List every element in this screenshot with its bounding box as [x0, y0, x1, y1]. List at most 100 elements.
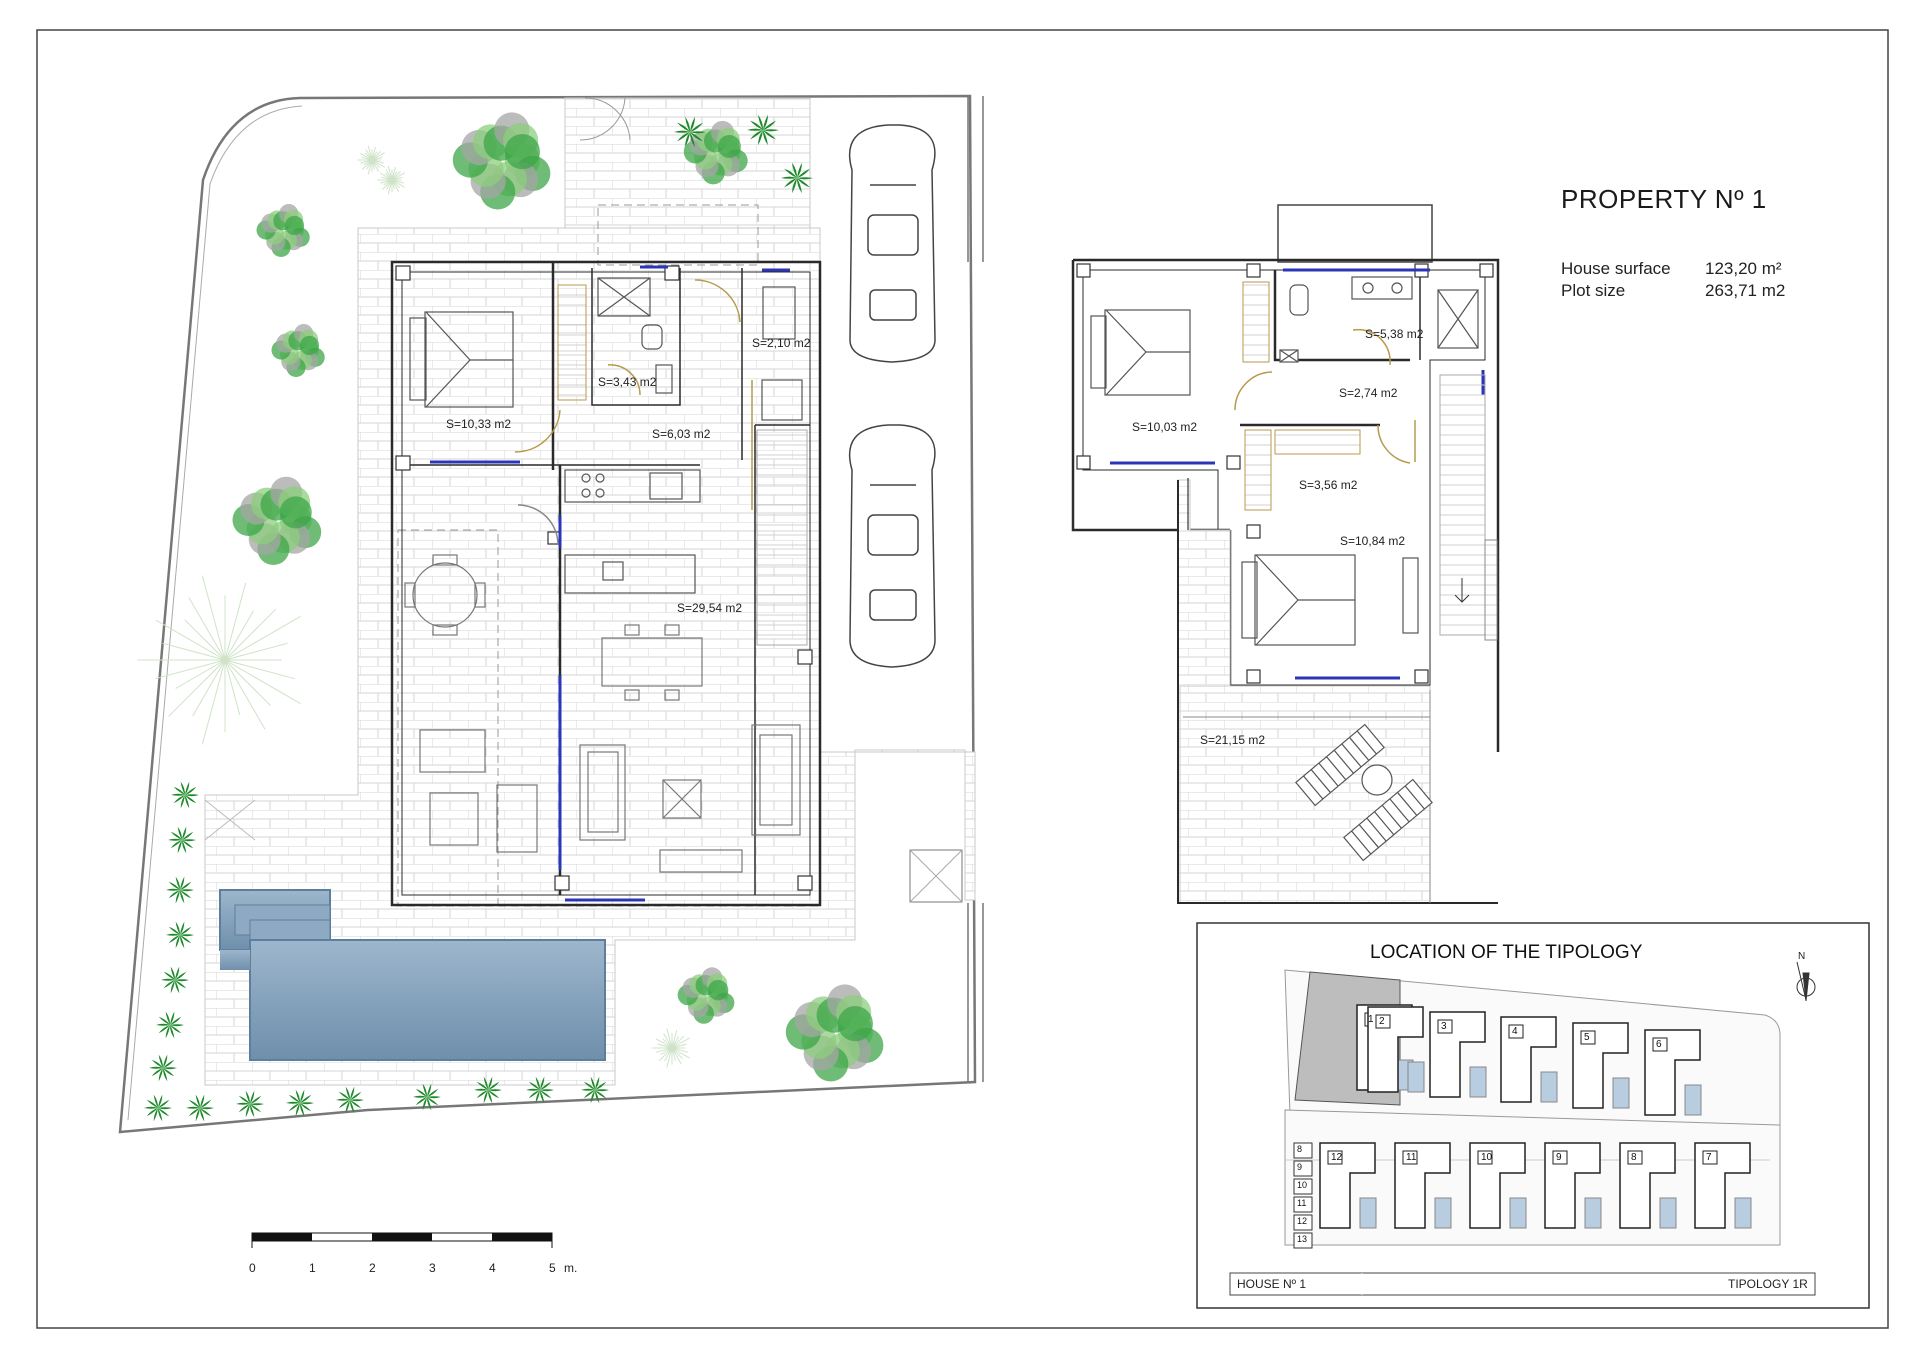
mini-house	[1644, 1029, 1702, 1116]
scale-tick-0: 0	[249, 1261, 256, 1275]
palm-icon	[186, 1094, 214, 1122]
palm-icon	[156, 1011, 184, 1039]
plot-boundary	[118, 94, 977, 1134]
scale-tick-3: 3	[429, 1261, 436, 1275]
tree-icon	[785, 984, 884, 1082]
parking-space	[1293, 1160, 1313, 1177]
spec-value-house-surface: 123,20 m²	[1705, 259, 1782, 278]
parking-space-label: 12	[1297, 1216, 1308, 1226]
parking-space	[1293, 1232, 1313, 1249]
scale-bar	[251, 1232, 553, 1248]
mini-house	[1429, 1011, 1487, 1098]
footer-house-number: HOUSE Nº 1	[1237, 1277, 1307, 1291]
mini-house-label: 5	[1584, 1032, 1590, 1043]
parking-space-label: 13	[1297, 1234, 1308, 1244]
palm-icon	[166, 921, 194, 949]
mini-house-label: 11	[1406, 1152, 1417, 1163]
parking-space-label: 9	[1297, 1162, 1303, 1172]
scale-tick-5: 5	[549, 1261, 556, 1275]
palm-icon	[747, 114, 779, 146]
tree-outline-icon	[357, 145, 385, 175]
north-label: N	[1798, 951, 1806, 962]
palm-icon	[286, 1089, 314, 1117]
palm-icon	[236, 1090, 264, 1118]
swimming-pool	[219, 889, 606, 1061]
mini-house-label: 2	[1379, 1016, 1385, 1027]
mini-house-label: 4	[1512, 1026, 1518, 1037]
area-label-terrace: S=21,15 m2	[1200, 733, 1266, 747]
location-title: LOCATION OF THE TIPOLOGY	[1370, 942, 1643, 963]
area-label-bedroom-2: S=10,84 m2	[1340, 534, 1406, 548]
tree-icon	[683, 120, 748, 185]
mini-house	[1319, 1142, 1377, 1229]
parking-space	[1293, 1142, 1313, 1159]
area-label-closet: S=3,56 m2	[1299, 478, 1358, 492]
parked-car-2	[848, 424, 936, 668]
spec-value-plot-size: 263,71 m2	[1705, 281, 1786, 300]
mini-house	[1394, 1142, 1452, 1229]
area-label-bedroom-1: S=10,03 m2	[1132, 420, 1198, 434]
mini-house	[1367, 1006, 1425, 1093]
palm-icon	[781, 162, 813, 194]
footer-tipology: TIPOLOGY 1R	[1728, 1277, 1808, 1291]
area-label-living: S=29,54 m2	[677, 601, 743, 615]
area-label-landing: S=2,74 m2	[1339, 386, 1398, 400]
tree-icon	[232, 476, 322, 566]
mini-house	[1500, 1016, 1558, 1103]
palm-icon	[144, 1094, 172, 1122]
area-label-bathroom: S=3,43 m2	[598, 375, 657, 389]
parking-space-label: 11	[1297, 1198, 1307, 1208]
mini-house-label: 3	[1441, 1021, 1447, 1032]
palm-icon	[149, 1054, 177, 1082]
mini-house	[1469, 1142, 1527, 1229]
tree-outline-icon	[651, 1028, 690, 1068]
location-panel	[1196, 922, 1870, 1309]
parasol-icon	[204, 799, 256, 841]
area-label-bedroom: S=10,33 m2	[446, 417, 512, 431]
scale-tick-2: 2	[369, 1261, 376, 1275]
parking-space	[1293, 1196, 1313, 1213]
scale-unit: m.	[564, 1261, 578, 1275]
stairs	[756, 429, 808, 646]
parking-space	[1293, 1178, 1313, 1195]
mini-house	[1572, 1022, 1630, 1109]
parking-space	[1293, 1214, 1313, 1231]
palm-icon	[161, 966, 189, 994]
north-arrow-icon	[1796, 961, 1816, 1002]
scale-tick-1: 1	[309, 1261, 316, 1275]
palm-icon	[581, 1076, 609, 1104]
spec-label-house-surface: House surface	[1561, 259, 1671, 278]
scale-tick-4: 4	[489, 1261, 496, 1275]
parking-space-label: 10	[1297, 1180, 1308, 1190]
palm-icon	[166, 876, 194, 904]
ground-floor-plan	[118, 94, 984, 1134]
bed-ground	[409, 311, 514, 408]
mini-house-label: 1	[1368, 1014, 1374, 1025]
tree-icon	[256, 204, 310, 258]
mini-house-label: 6	[1656, 1039, 1662, 1050]
palm-icon	[413, 1083, 441, 1111]
tree-icon	[677, 967, 735, 1024]
area-label-utility: S=2,10 m2	[752, 336, 811, 350]
palm-icon	[168, 826, 196, 854]
property-title: PROPERTY Nº 1	[1561, 184, 1767, 214]
sheet-border	[36, 29, 1889, 1329]
mini-house-label: 10	[1481, 1152, 1493, 1163]
parking-space-label: 8	[1297, 1144, 1303, 1154]
palm-icon	[474, 1076, 502, 1104]
palm-icon	[336, 1086, 364, 1114]
first-floor-plan	[1071, 204, 1500, 904]
tree-outline-icon	[377, 165, 405, 195]
parked-car-1	[848, 124, 936, 363]
palm-icon	[526, 1076, 554, 1104]
tree-icon	[452, 112, 551, 210]
mini-house	[1619, 1142, 1677, 1229]
spec-label-plot-size: Plot size	[1561, 281, 1626, 300]
mini-house	[1544, 1142, 1602, 1229]
mini-house-label: 7	[1706, 1152, 1712, 1163]
palm-icon	[674, 116, 706, 148]
palm-icon	[171, 781, 199, 809]
entry-path	[564, 97, 811, 229]
mini-house-label: 12	[1331, 1152, 1343, 1163]
